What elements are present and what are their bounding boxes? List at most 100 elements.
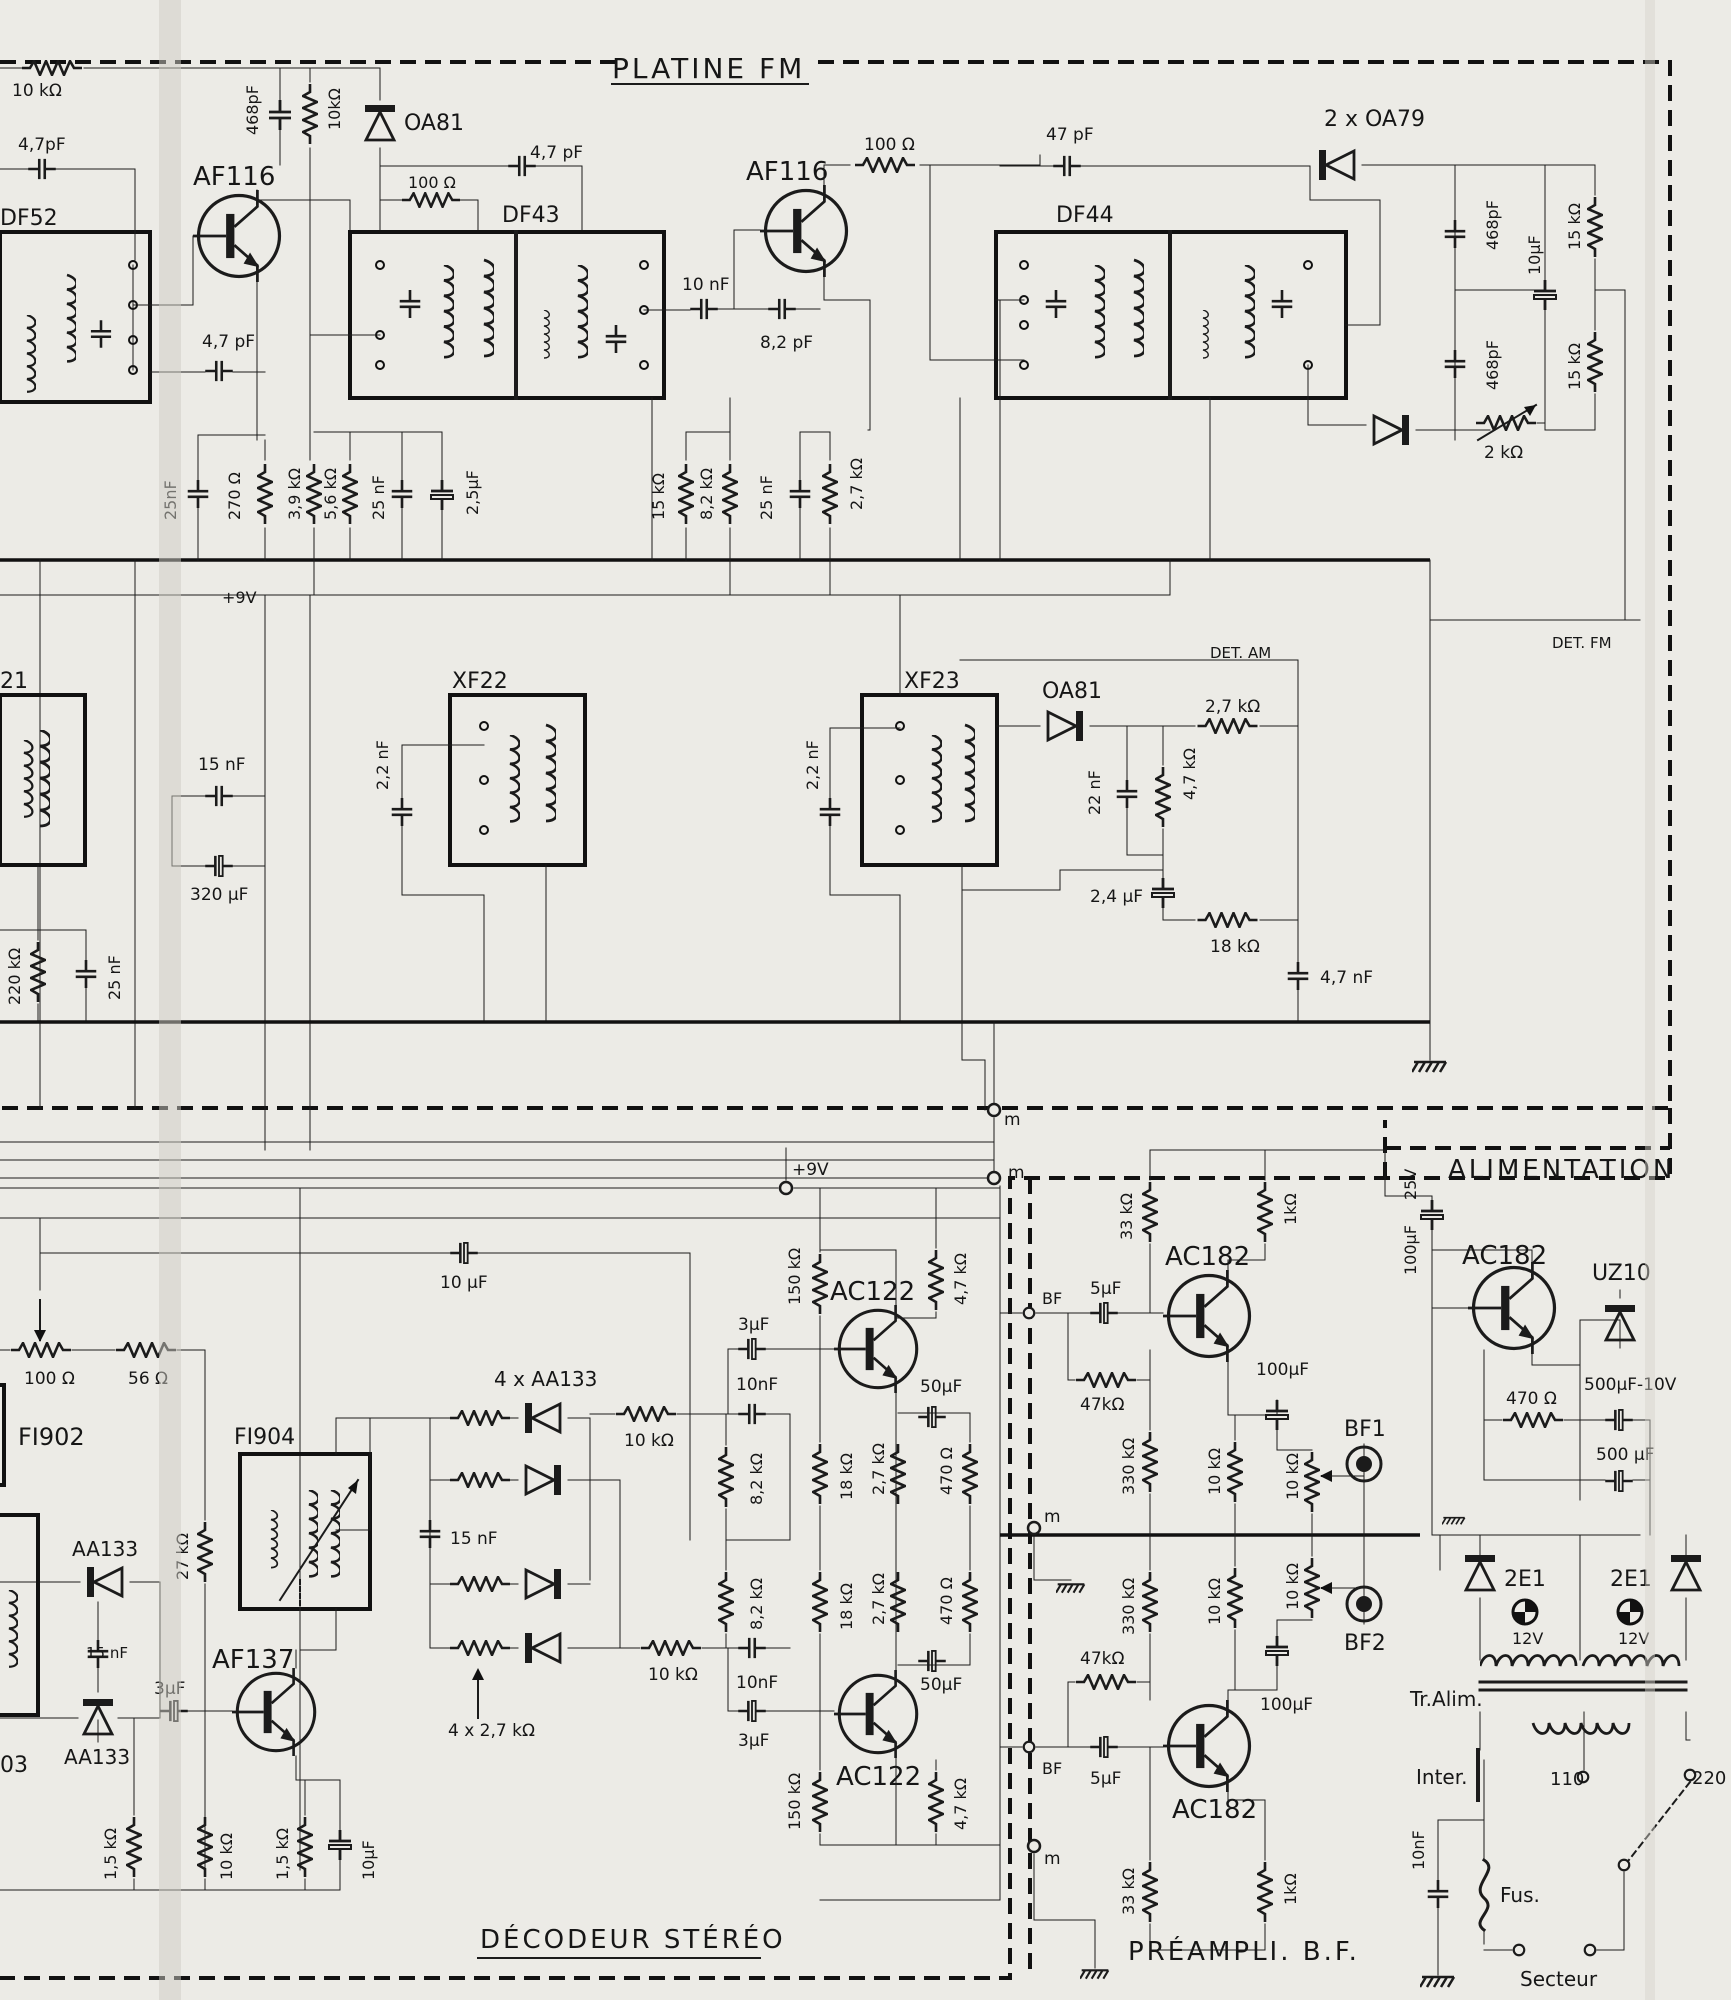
- c5uf-b-label: 5µF: [1090, 1769, 1121, 1789]
- det-fm-label: DET. FM: [1552, 634, 1612, 652]
- c10nf-label: 10 nF: [682, 275, 730, 295]
- secteur-label: Secteur: [1520, 1967, 1598, 1991]
- bf1-label: BF1: [1344, 1417, 1386, 1442]
- r27k-b-label: 2,7 kΩ: [869, 1573, 888, 1625]
- 2e1-b-label: 2E1: [1610, 1567, 1652, 1592]
- r10k-v-label: 10kΩ: [325, 88, 344, 130]
- c47pf2-label: 47 pF: [1046, 125, 1094, 145]
- df43-label: DF43: [502, 203, 560, 228]
- r10k-p2-label: 10 kΩ: [1205, 1578, 1224, 1625]
- c25uf-label: 2,5µF: [463, 470, 482, 515]
- r15k-b-label: 15 kΩ: [1565, 343, 1584, 390]
- c22nf-label: 22 nF: [1085, 770, 1104, 815]
- mod03-label: 03: [0, 1753, 28, 1778]
- c15nf-label: 15 nF: [198, 755, 246, 775]
- df44-module: [994, 230, 1348, 400]
- aa133-b-label: AA133: [64, 1745, 130, 1769]
- c50uf-b-label: 50µF: [920, 1675, 962, 1695]
- r10k-top-label: 10 kΩ: [12, 81, 62, 101]
- af137-label: AF137: [212, 1645, 294, 1675]
- ac182-a-label: AC182: [1165, 1242, 1250, 1272]
- ac122-b-transistor: [834, 1670, 919, 1758]
- af116-b-transistor: [760, 185, 849, 277]
- mod21-module: [0, 693, 87, 867]
- r47k-p1-label: 47kΩ: [1080, 1395, 1124, 1415]
- r18k-a-label: 18 kΩ: [837, 1453, 856, 1500]
- m2-label: m: [1008, 1163, 1025, 1183]
- c320uf-label: 320 µF: [190, 885, 248, 905]
- r82k-b-label: 8,2 kΩ: [747, 1578, 766, 1630]
- c10nf-al-label: 10nF: [1409, 1830, 1428, 1870]
- c100uf-a-label: 100µF: [1256, 1360, 1309, 1380]
- r10k-p3-label: 10 kΩ: [1283, 1453, 1302, 1500]
- r100-d-label: 100 Ω: [24, 1369, 75, 1389]
- oa79-diode-bottom: [1372, 413, 1411, 447]
- oa79-diode-top: [1317, 148, 1356, 182]
- oa81-b-diode: [1046, 709, 1085, 743]
- c47pf-tl-label: 4,7pF: [18, 135, 66, 155]
- aa133-diode-4: [523, 1631, 562, 1665]
- c22nf-b-label: 2,2 nF: [803, 740, 822, 790]
- r10k-d-label: 10 kΩ: [624, 1431, 674, 1451]
- mod03-module: [0, 1513, 40, 1717]
- platine-fm-title: PLATINE FM: [612, 52, 805, 85]
- c15nf-d-label: 15 nF: [450, 1529, 498, 1549]
- c10uf-r-label: 10µF: [1525, 235, 1544, 275]
- c3uf-b-label: 3µF: [738, 1731, 769, 1751]
- preampli-title: PRÉAMPLI. B.F.: [1128, 1935, 1360, 1967]
- oa81-a-label: OA81: [404, 111, 464, 136]
- oa81-a-diode: [363, 103, 397, 142]
- r56-d-label: 56 Ω: [128, 1369, 168, 1389]
- r18k-label: 18 kΩ: [1210, 937, 1260, 957]
- fi904-label: FI904: [234, 1425, 295, 1450]
- r47k-p2-label: 47kΩ: [1080, 1649, 1124, 1669]
- 2e1-a-label: 2E1: [1504, 1567, 1546, 1592]
- r15k-a-label: 15 kΩ: [1565, 203, 1584, 250]
- r39k-label: 3,9 kΩ: [285, 468, 304, 520]
- bf-a-label: BF: [1042, 1289, 1062, 1308]
- af116-b-label: AF116: [746, 157, 828, 187]
- transformer: [1478, 1654, 1688, 1734]
- c5uf-a-label: 5µF: [1090, 1279, 1121, 1299]
- aa133-a-label: AA133: [72, 1537, 138, 1561]
- r470-al-label: 470 Ω: [1506, 1389, 1557, 1409]
- r15k-label: 15 kΩ: [649, 473, 668, 520]
- r27k-label: 2,7 kΩ: [847, 458, 866, 510]
- v9b-label: +9V: [792, 1160, 829, 1180]
- c10uf-af-label: 10µF: [359, 1840, 378, 1880]
- r4x27-label: 4 x 2,7 kΩ: [448, 1721, 535, 1741]
- r10k-p1-label: 10 kΩ: [1205, 1448, 1224, 1495]
- r82k-label: 8,2 kΩ: [697, 468, 716, 520]
- aa133-diode-1: [523, 1401, 562, 1435]
- r330k-b-label: 330 kΩ: [1119, 1578, 1138, 1635]
- r18k-b-label: 18 kΩ: [837, 1583, 856, 1630]
- xf22-label: XF22: [452, 669, 508, 694]
- r47k-b-label: 4,7 kΩ: [951, 1778, 970, 1830]
- tr-alim-label: Tr.Alim.: [1409, 1687, 1483, 1711]
- aa133-diode-2: [524, 1463, 563, 1497]
- df52-label: DF52: [0, 206, 58, 231]
- c3uf-a-label: 3µF: [738, 1315, 769, 1335]
- fi904-module: [238, 1452, 372, 1611]
- c500uf-label: 500 µF: [1596, 1445, 1654, 1465]
- decodeur-title: DÉCODEUR STÉRÉO: [480, 1923, 786, 1955]
- v12b-label: 12V: [1618, 1629, 1649, 1648]
- r2k-label: 2 kΩ: [1484, 443, 1523, 463]
- c47pf-df43-label: 4,7 pF: [530, 143, 583, 163]
- r15k-af2-label: 1,5 kΩ: [273, 1828, 292, 1880]
- af116-a-label: AF116: [193, 162, 275, 192]
- v220-label: 220: [1692, 1768, 1726, 1789]
- r82k-a-label: 8,2 kΩ: [747, 1453, 766, 1505]
- c47nf-label: 4,7 nF: [1320, 968, 1373, 988]
- c468pf-a-label: 468pF: [1483, 200, 1502, 250]
- r10k-af-label: 10 kΩ: [217, 1833, 236, 1880]
- aa133-4-label: 4 x AA133: [494, 1367, 597, 1391]
- r470-b-label: 470 Ω: [937, 1577, 956, 1625]
- c82pf-label: 8,2 pF: [760, 333, 813, 353]
- xf23-module: [860, 693, 999, 867]
- ac182-b-transistor: [1163, 1700, 1252, 1792]
- c47pf-af-label: 4,7 pF: [202, 332, 255, 352]
- oa79-label: 2 x OA79: [1324, 107, 1425, 132]
- ac182-a-transistor: [1163, 1270, 1252, 1362]
